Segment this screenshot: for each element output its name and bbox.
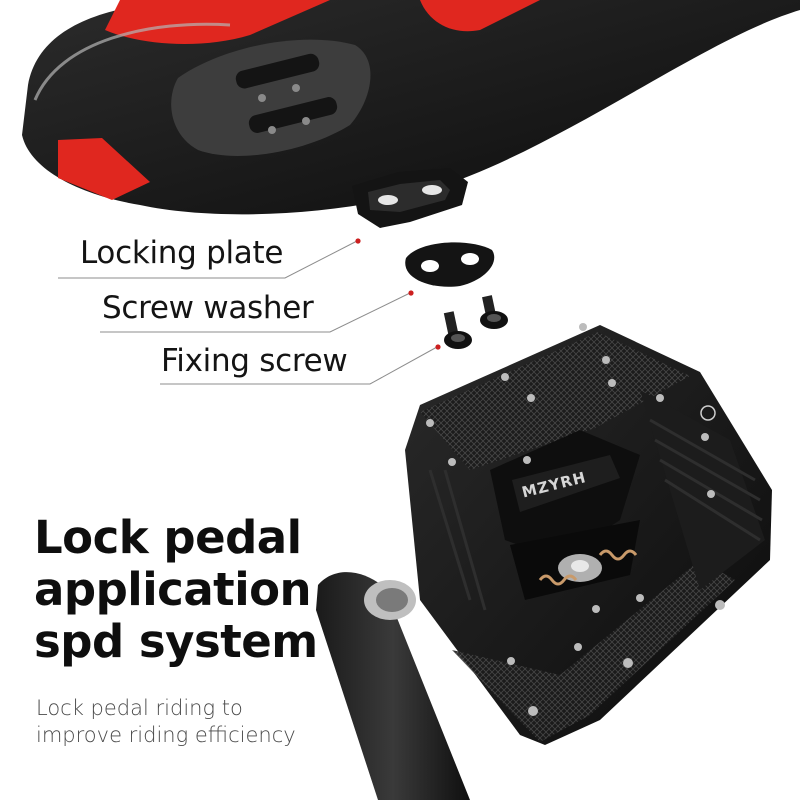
subline-line-1: Lock pedal riding to: [36, 696, 243, 720]
fixing-screw-image: [443, 295, 508, 349]
headline-line-3: spd system: [34, 615, 318, 668]
callout-lines: [58, 240, 438, 385]
callout-fixing-screw: Fixing screw: [161, 343, 348, 379]
subline: Lock pedal riding to improve riding effi…: [36, 695, 296, 749]
pedal-image: [405, 323, 772, 745]
callout-screw-washer: Screw washer: [102, 290, 314, 326]
subline-line-2: improve riding efficiency: [36, 723, 296, 747]
screw-washer-image: [405, 242, 495, 287]
headline: Lock pedal application spd system: [34, 512, 318, 668]
crank-arm-image: [316, 572, 470, 800]
locking-plate-image: [352, 168, 468, 228]
cycling-shoe-image: [22, 0, 800, 215]
headline-line-2: application: [34, 563, 312, 616]
callout-locking-plate: Locking plate: [80, 235, 284, 271]
headline-line-1: Lock pedal: [34, 511, 302, 564]
callout-dots: [355, 238, 441, 350]
